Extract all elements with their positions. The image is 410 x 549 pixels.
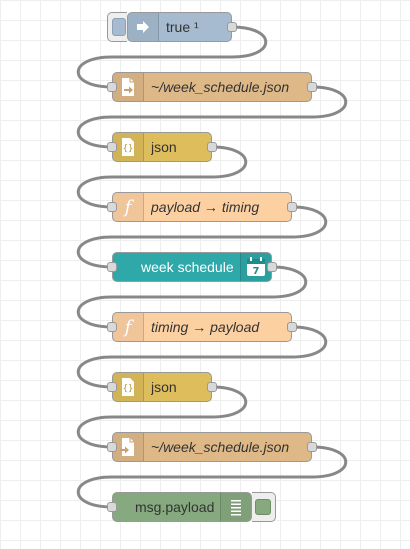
node-label: msg.payload (135, 499, 215, 515)
json-braces-icon: {} (113, 133, 144, 161)
input-port[interactable] (107, 82, 117, 92)
arrow-in-icon (128, 13, 159, 41)
node-label: ~/week_schedule.json (151, 79, 290, 95)
svg-text:{}: {} (123, 384, 134, 394)
calendar-icon: 7 (240, 253, 271, 281)
node-label: payload → timing (151, 199, 260, 215)
node-function-timing-to-payload[interactable]: f timing → payload (107, 312, 297, 342)
output-port[interactable] (307, 82, 317, 92)
node-function-payload-to-timing[interactable]: f payload → timing (107, 192, 297, 222)
node-file-out[interactable]: ~/week_schedule.json (107, 432, 317, 462)
output-port[interactable] (307, 442, 317, 452)
function-icon: f (113, 193, 144, 221)
svg-text:f: f (123, 197, 135, 217)
node-inject[interactable]: true ¹ (127, 12, 237, 42)
debug-toggle-button[interactable] (252, 492, 276, 522)
input-port[interactable] (107, 322, 117, 332)
output-port[interactable] (287, 202, 297, 212)
node-label: json (151, 379, 177, 395)
file-in-icon (113, 73, 144, 101)
input-port[interactable] (107, 502, 117, 512)
node-label: json (151, 139, 177, 155)
node-week-schedule[interactable]: week schedule 7 (107, 252, 277, 282)
svg-text:{}: {} (123, 144, 134, 154)
input-port[interactable] (107, 142, 117, 152)
output-port[interactable] (267, 262, 277, 272)
node-label: true ¹ (166, 19, 199, 35)
node-label: timing → payload (151, 319, 260, 335)
node-json-2[interactable]: {} json (107, 372, 217, 402)
function-icon: f (113, 313, 144, 341)
output-port[interactable] (207, 142, 217, 152)
input-port[interactable] (107, 262, 117, 272)
input-port[interactable] (107, 202, 117, 212)
svg-text:f: f (123, 317, 135, 337)
output-port[interactable] (287, 322, 297, 332)
node-file-in[interactable]: ~/week_schedule.json (107, 72, 317, 102)
json-braces-icon: {} (113, 373, 144, 401)
file-out-icon (113, 433, 144, 461)
input-port[interactable] (107, 382, 117, 392)
output-port[interactable] (227, 22, 237, 32)
list-icon (220, 493, 251, 521)
node-json-1[interactable]: {} json (107, 132, 217, 162)
node-label: ~/week_schedule.json (151, 439, 290, 455)
svg-text:7: 7 (253, 266, 260, 277)
node-label: week schedule (141, 259, 234, 275)
output-port[interactable] (207, 382, 217, 392)
node-debug[interactable]: msg.payload (107, 492, 252, 522)
inject-trigger-button[interactable] (107, 12, 127, 42)
input-port[interactable] (107, 442, 117, 452)
